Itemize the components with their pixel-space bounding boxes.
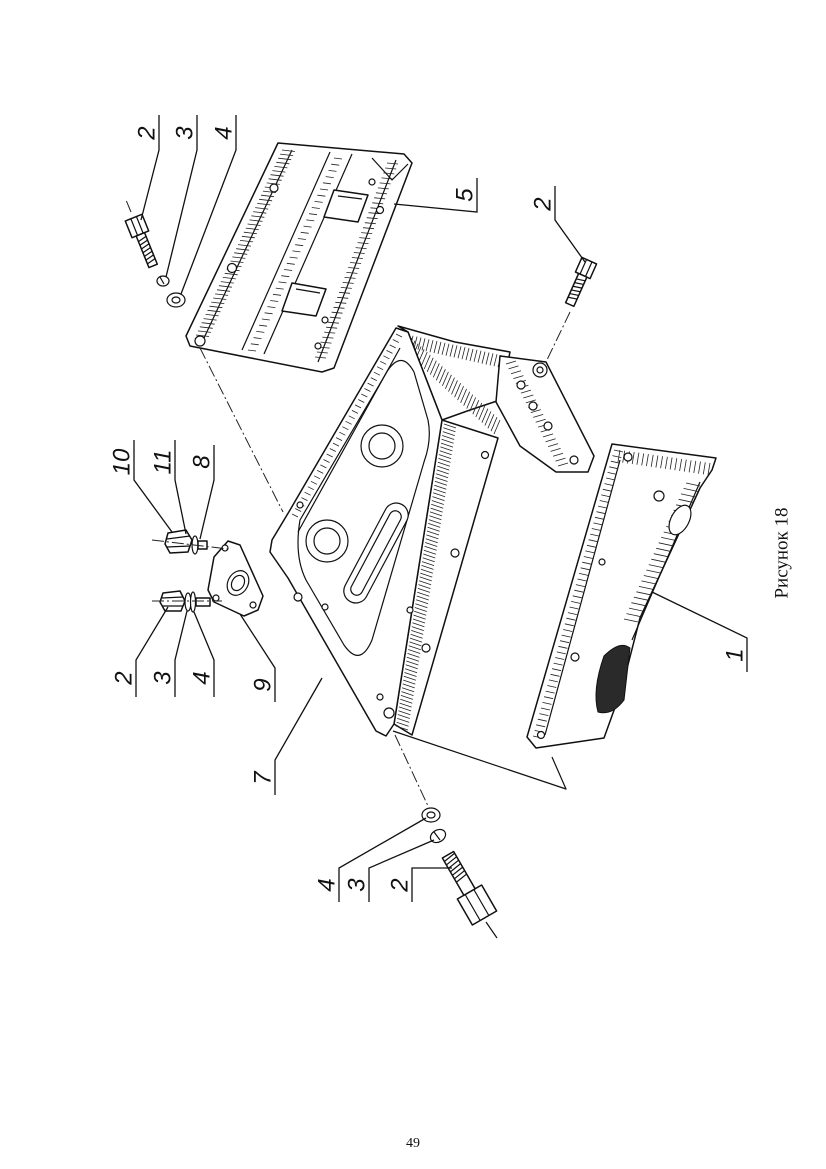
callout-label: 3 [172, 126, 199, 140]
callout-label: 4 [211, 126, 238, 139]
washer-top [166, 292, 186, 308]
callout-label: 8 [189, 455, 216, 469]
callout-label: 1 [722, 648, 749, 661]
callout-small-washer: 4 [189, 611, 216, 697]
callout-front-washer: 4 [314, 817, 427, 902]
callout-right-bolt: 2 [530, 186, 586, 263]
figure-caption: Рисунок 18 [772, 507, 793, 598]
bracket-dark-area [595, 644, 631, 714]
leader-line [651, 591, 748, 672]
leader-line [411, 867, 452, 902]
leader-line [174, 610, 188, 697]
leader-line [133, 440, 173, 533]
leader-line [135, 606, 169, 697]
leader-line [368, 839, 435, 902]
callout-label: 10 [109, 448, 136, 475]
bolt-bottom-axis-tail [485, 921, 498, 939]
callout-small-plate: 9 [239, 613, 277, 702]
callout-label: 4 [314, 878, 341, 891]
callout-front-bolt: 2 [387, 867, 452, 902]
callout-stud: 8 [189, 445, 216, 540]
callout-nut: 10 [109, 440, 173, 533]
callout-label: 9 [250, 678, 277, 691]
leader-line [174, 440, 187, 535]
callout-label: 3 [344, 878, 371, 892]
nut-stud-assembly [164, 529, 208, 555]
callout-top-lock-washer: 3 [165, 115, 199, 278]
lock-washer-top [156, 275, 170, 287]
bracket-part-1 [526, 443, 717, 749]
callout-top-washer: 4 [180, 115, 238, 295]
cover-plate-shading-right [314, 162, 399, 359]
callout-nut-washer: 11 [150, 440, 187, 535]
callout-label: 2 [387, 878, 414, 892]
bolt-bottom [441, 850, 498, 926]
callout-bracket: 1 [651, 591, 749, 672]
callout-main-panel: 7 [250, 677, 323, 795]
callout-label: 2 [530, 197, 557, 211]
main-panel-part-7 [269, 325, 595, 790]
leader-line [193, 611, 215, 697]
washer-bottom [421, 807, 441, 823]
leader-line [239, 613, 276, 702]
callout-label: 7 [250, 770, 277, 785]
callout-top-bolt: 2 [134, 115, 161, 221]
callout-label: 3 [150, 671, 177, 685]
page-number: 49 [406, 1136, 420, 1151]
leader-line [199, 445, 215, 540]
leader-line [180, 115, 237, 295]
callout-small-bolt: 2 [111, 606, 169, 697]
leader-line [554, 186, 586, 263]
callout-label: 2 [134, 126, 161, 140]
cover-plate-shading-left [195, 149, 296, 337]
lock-washer-bottom [429, 828, 447, 844]
callout-label: 5 [452, 188, 479, 202]
bracket-shading-left [532, 449, 624, 739]
callout-small-lock-washer: 3 [150, 610, 188, 697]
panel-side-shading [395, 423, 457, 731]
callout-front-lock-washer: 3 [344, 839, 435, 902]
leader-line [393, 178, 478, 213]
callout-cover-plate: 5 [393, 178, 479, 213]
bolt-right [564, 256, 598, 308]
center-lines [125, 199, 571, 807]
cover-plate-shading-rib [247, 157, 343, 352]
cover-plate-part-5 [185, 142, 413, 373]
callout-label: 11 [150, 450, 177, 475]
panel-flange-edge-shading [291, 333, 403, 518]
leader-line [274, 677, 323, 795]
callout-label: 4 [189, 671, 216, 684]
leader-line [140, 115, 160, 221]
small-plate-part-9 [207, 540, 264, 617]
callout-label: 2 [111, 671, 138, 685]
leader-line [338, 817, 427, 902]
bolt-top [124, 213, 159, 269]
leader-line [165, 115, 198, 278]
